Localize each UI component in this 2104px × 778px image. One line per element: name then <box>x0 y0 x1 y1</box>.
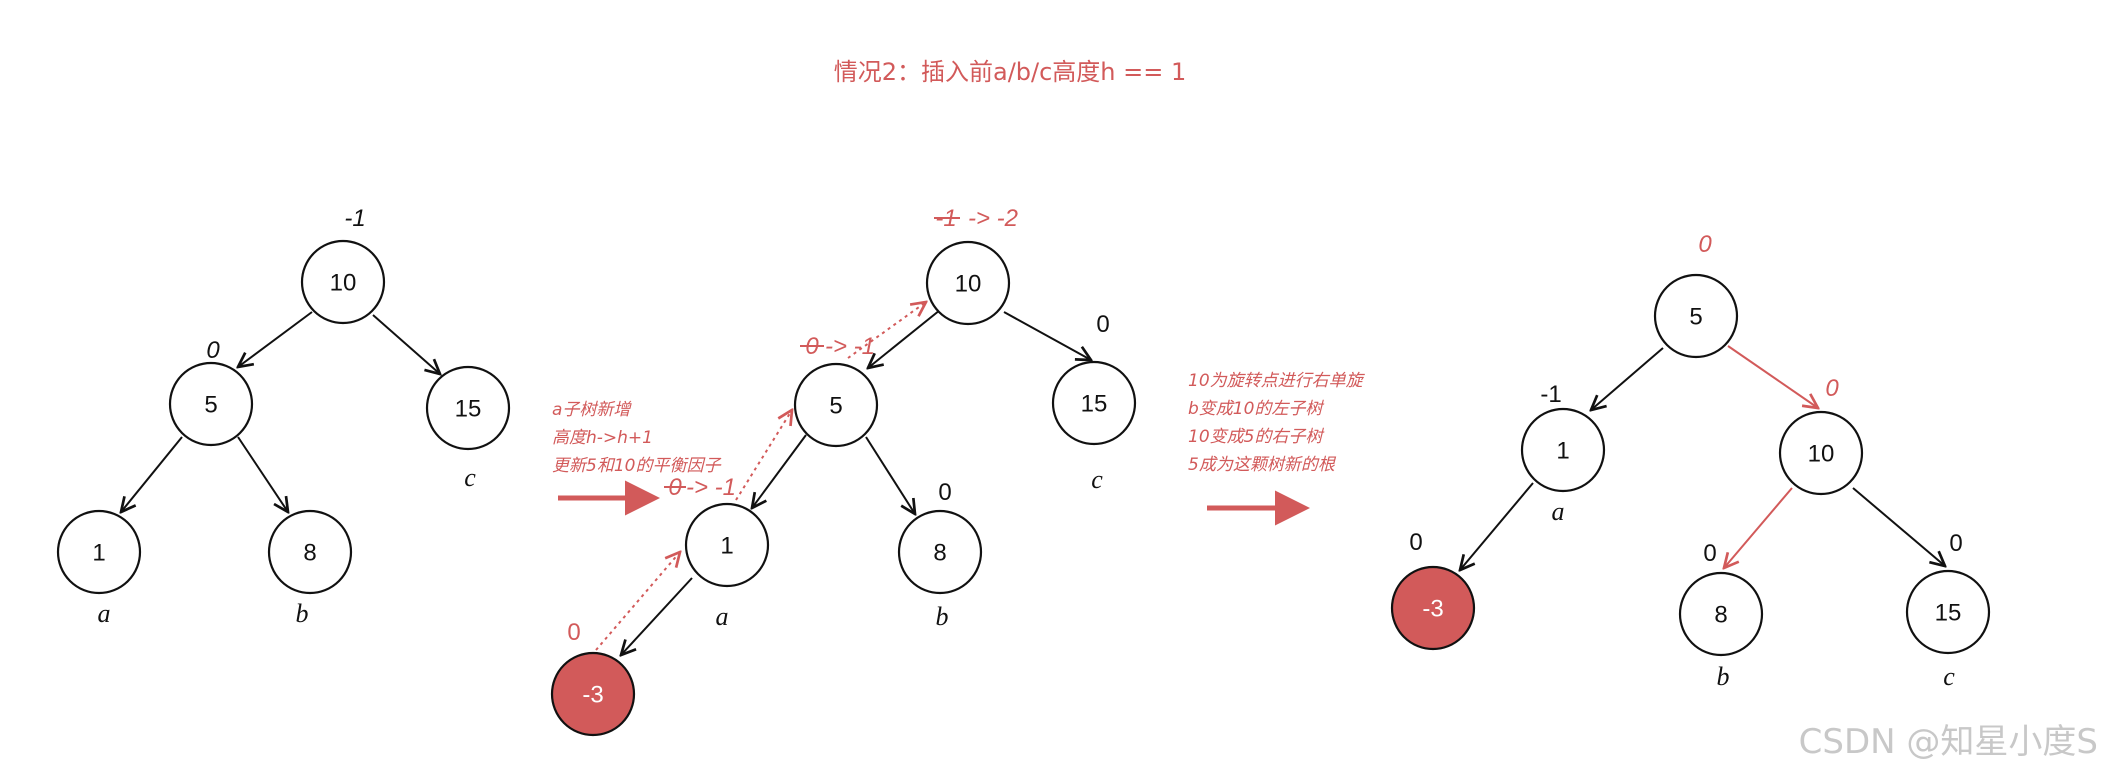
balance-factor-new: -> -1 <box>686 474 736 501</box>
node-label: 8 <box>933 540 946 567</box>
subtree-label: a <box>98 599 111 628</box>
node-label: 15 <box>1081 391 1108 418</box>
tree-node <box>925 240 1011 326</box>
edge-1-neg3 <box>621 577 693 655</box>
node-label: 1 <box>1556 438 1569 465</box>
node-label: 5 <box>204 392 217 419</box>
tree-node <box>267 509 353 595</box>
tree-node <box>1520 407 1606 493</box>
update-path-arrow <box>595 552 680 651</box>
balance-factor: 0 <box>1949 530 1962 557</box>
node-label: 15 <box>1935 600 1962 627</box>
tree-node <box>168 361 254 447</box>
step-note-insert: a子树新增 高度h->h+1 更新5和10的平衡因子 <box>552 400 721 516</box>
node-label: 1 <box>720 533 733 560</box>
tree-node <box>793 362 879 448</box>
edge-5-1 <box>121 436 183 512</box>
update-path-arrow <box>735 410 792 501</box>
balance-factor: 0 <box>938 479 951 506</box>
edge-10-15 <box>1852 487 1945 566</box>
note-line: 高度h->h+1 <box>552 428 653 448</box>
balance-factor: -1 <box>1540 381 1561 408</box>
edge-5-1 <box>752 434 807 508</box>
tree-node <box>1653 273 1739 359</box>
edge-10-5 <box>868 309 941 368</box>
balance-factor: 0 <box>1698 231 1712 258</box>
diagram-title: 情况2：插入前a/b/c高度h == 1 <box>834 58 1187 86</box>
node-label: 8 <box>1714 602 1727 629</box>
tree-after-rotation: 5 0 1 -1 a 10 0 -3 0 8 0 b 15 0 c <box>1390 231 1991 691</box>
balance-factor-new: -> -1 <box>825 333 875 360</box>
balance-factor: 0 <box>1096 311 1109 338</box>
tree-node <box>684 502 770 588</box>
node-label: 5 <box>1689 304 1702 331</box>
subtree-label: a <box>1552 497 1565 526</box>
node-label: 10 <box>1808 441 1835 468</box>
balance-factor: 0 <box>1409 529 1422 556</box>
node-label: 10 <box>330 270 357 297</box>
note-line: 10为旋转点进行右单旋 <box>1188 371 1366 391</box>
subtree-label: c <box>1943 662 1955 691</box>
balance-factor: 0 <box>1825 375 1839 402</box>
inserted-node <box>550 651 636 737</box>
edge-10-5 <box>238 311 313 367</box>
note-line: 10变成5的右子树 <box>1188 427 1324 447</box>
node-label: -3 <box>1422 596 1443 623</box>
subtree-label: b <box>296 599 309 628</box>
note-line: 更新5和10的平衡因子 <box>552 456 721 476</box>
tree-node <box>300 239 386 325</box>
subtree-label: b <box>1717 662 1730 691</box>
balance-factor: 0 <box>1703 540 1716 567</box>
edge-5-8 <box>237 436 288 512</box>
node-label: 15 <box>455 396 482 423</box>
node-label: 5 <box>829 393 842 420</box>
tree-after-insert: 10 -1 -> -2 5 0 -> -1 15 0 c 1 0 -> -1 a… <box>550 205 1137 737</box>
subtree-label: b <box>936 602 949 631</box>
node-label: 1 <box>92 540 105 567</box>
edge-5-1 <box>1591 347 1664 410</box>
note-line: 5成为这颗树新的根 <box>1188 455 1337 475</box>
tree-node <box>1905 569 1991 655</box>
update-path-arrow <box>847 302 926 359</box>
tree-node <box>1051 360 1137 446</box>
edge-5-10 <box>1727 345 1818 408</box>
balance-factor-new: -> -2 <box>968 205 1018 232</box>
edge-5-8 <box>865 436 915 514</box>
edge-10-15 <box>1003 311 1091 360</box>
tree-before-insert: 10 -1 5 0 15 c 1 a 8 b <box>56 205 511 628</box>
note-line: a子树新增 <box>552 400 632 420</box>
note-line: b变成10的左子树 <box>1188 399 1324 419</box>
subtree-label: c <box>464 463 476 492</box>
edge-10-8 <box>1724 487 1793 568</box>
edge-1-neg3 <box>1460 482 1534 570</box>
tree-node <box>1778 410 1864 496</box>
node-label: 8 <box>303 540 316 567</box>
tree-node <box>897 509 983 595</box>
tree-node <box>1678 571 1764 657</box>
step-note-rotate: 10为旋转点进行右单旋 b变成10的左子树 10变成5的右子树 5成为这颗树新的… <box>1188 371 1366 526</box>
balance-factor: 0 <box>206 337 220 364</box>
edge-10-15 <box>372 314 440 374</box>
inserted-node <box>1390 565 1476 651</box>
node-label: -3 <box>582 682 603 709</box>
tree-node <box>56 509 142 595</box>
tree-node <box>425 365 511 451</box>
subtree-label: a <box>716 602 729 631</box>
node-label: 10 <box>955 271 982 298</box>
watermark: CSDN @知星小度S <box>1799 722 2098 762</box>
balance-factor: -1 <box>344 205 365 232</box>
subtree-label: c <box>1091 465 1103 494</box>
balance-factor: 0 <box>567 619 580 646</box>
